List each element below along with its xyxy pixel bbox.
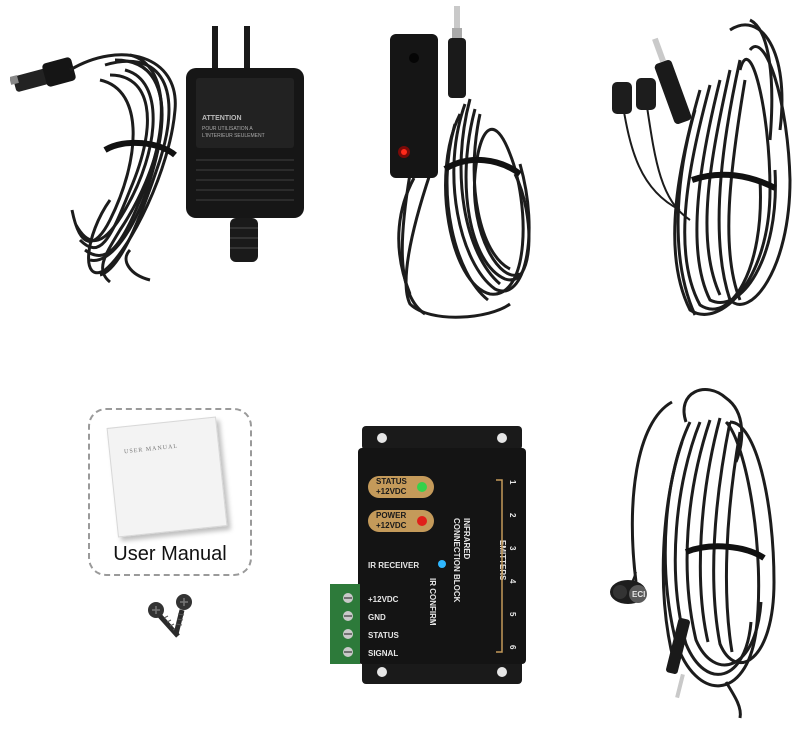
adapter-body (186, 26, 304, 262)
connection-block: STATUS +12VDC POWER +12VDC IR RECEIVER +… (318, 420, 530, 690)
block-body (358, 448, 526, 664)
status-label-2: +12VDC (376, 487, 407, 496)
terminal-label-gnd: GND (368, 613, 386, 622)
adapter-label-2: POUR UTILISATION A (202, 126, 253, 132)
port-2: 2 (508, 513, 517, 518)
manual-caption: User Manual (113, 543, 227, 565)
power-plate (368, 510, 434, 532)
block-title-2: CONNECTION BLOCK (452, 518, 461, 603)
status-label-1: STATUS (376, 477, 407, 486)
receiver-head (390, 34, 438, 295)
mounting-screws (138, 590, 208, 650)
terminal-label-12vdc: +12VDC (368, 595, 399, 604)
port-5: 5 (508, 612, 517, 617)
ir-confirm-label: IR CONFIRM (428, 578, 437, 626)
dual-emitter-jack (652, 37, 692, 125)
emitter-puck: ECI (610, 571, 647, 604)
power-adapter: ATTENTION POUR UTILISATION A L'INTERIEUR… (10, 20, 310, 295)
ir-receiver (370, 4, 550, 324)
status-plate (368, 476, 434, 498)
power-label-1: POWER (376, 511, 406, 520)
single-emitter-jack (666, 618, 690, 699)
port-4: 4 (508, 579, 517, 584)
power-label-2: +12VDC (376, 521, 407, 530)
power-led (417, 516, 427, 526)
emitter-heads (612, 78, 656, 114)
port-1: 1 (508, 480, 517, 485)
receiver-cable-coil (400, 98, 531, 319)
ir-confirm-led (438, 560, 446, 568)
status-led (417, 482, 427, 492)
terminal-label-signal: SIGNAL (368, 649, 398, 658)
ir-receiver-label: IR RECEIVER (368, 561, 419, 570)
adapter-cable-coil (69, 53, 177, 284)
emitter-label: ECI (632, 590, 645, 599)
user-manual-card: USER MANUAL User Manual (88, 408, 252, 576)
single-ir-emitter: ECI (596, 382, 796, 722)
screw-icon (148, 602, 180, 638)
receiver-red-led (401, 149, 407, 155)
dual-emitter-cable-coil (673, 18, 792, 316)
adapter-label-1: ATTENTION (202, 115, 242, 122)
block-title-1: INFRARED (462, 518, 471, 560)
single-emitter-cable-coil (630, 388, 776, 719)
port-3: 3 (508, 546, 517, 551)
barrel-plug (10, 57, 76, 92)
manual-booklet: USER MANUAL (106, 416, 228, 538)
port-6: 6 (508, 645, 517, 650)
dual-ir-emitter (600, 10, 800, 330)
terminal-label-status: STATUS (368, 631, 399, 640)
manual-book-title: USER MANUAL (123, 443, 179, 456)
receiver-jack (448, 6, 466, 98)
adapter-label-3: L'INTERIEUR SEULEMENT (202, 133, 265, 139)
screw-icon (173, 594, 192, 635)
